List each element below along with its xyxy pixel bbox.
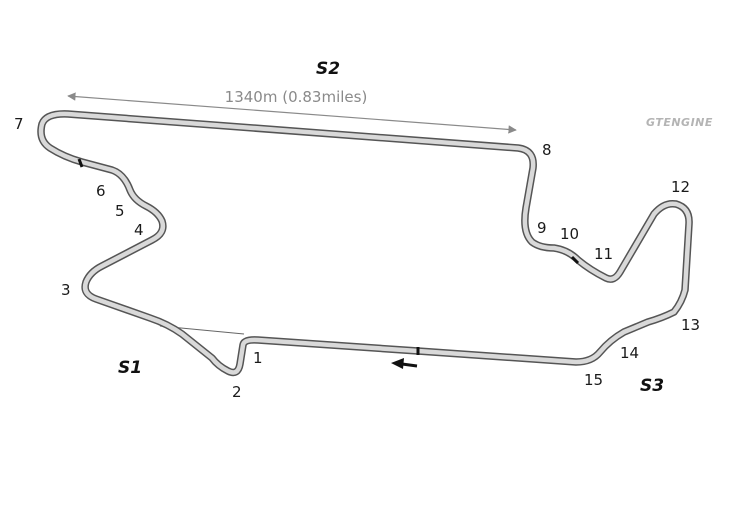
turn-label-4: 4 — [134, 221, 144, 239]
turn-label-13: 13 — [681, 316, 700, 334]
turn-label-6: 6 — [96, 182, 106, 200]
sector-label-s3: S3 — [640, 376, 664, 396]
dimension-label: 1340m (0.83miles) — [225, 88, 368, 106]
turn-label-11: 11 — [594, 245, 613, 263]
logo-text: GTENGINE — [646, 116, 713, 129]
direction-arrow-icon — [391, 358, 418, 369]
turn-label-14: 14 — [620, 344, 639, 362]
track-outline — [37, 110, 693, 377]
turn-label-9: 9 — [537, 219, 547, 237]
turn-label-2: 2 — [232, 383, 242, 401]
turn-label-10: 10 — [560, 225, 579, 243]
turn-label-3: 3 — [61, 281, 71, 299]
track-surface — [38, 111, 692, 375]
gt-engine-logo: GTENGINE — [646, 116, 713, 129]
turn-label-7: 7 — [14, 115, 24, 133]
turn-label-15: 15 — [584, 371, 603, 389]
turn-label-1: 1 — [253, 349, 263, 367]
turn-label-12: 12 — [671, 178, 690, 196]
sector-label-s1: S1 — [118, 358, 142, 378]
sector-marker-s1-s2 — [77, 158, 84, 168]
sector-marker-s2-s3 — [570, 255, 580, 265]
sector-label-s2: S2 — [316, 59, 340, 79]
turn-label-5: 5 — [115, 202, 125, 220]
dimension-line — [67, 92, 517, 134]
turn-label-8: 8 — [542, 141, 552, 159]
